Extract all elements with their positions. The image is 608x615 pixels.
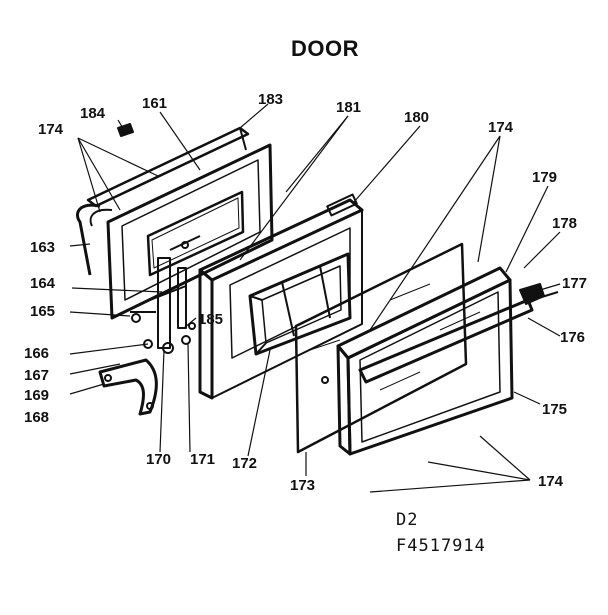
diagram-title: DOOR	[291, 36, 359, 61]
hinge-assembly	[98, 257, 196, 416]
outer-frame-175	[336, 266, 514, 456]
callout-177: 177	[562, 275, 588, 292]
callout-176: 176	[560, 329, 586, 346]
callout-178: 178	[552, 215, 578, 232]
callout-163: 163	[30, 239, 56, 256]
callout-169: 169	[24, 387, 50, 404]
callout-170: 170	[146, 451, 172, 468]
callout-175: 175	[542, 401, 568, 418]
callout-167: 167	[24, 367, 50, 384]
callout-184: 184	[80, 105, 106, 122]
callout-166: 166	[24, 345, 50, 362]
callout-185: 185	[198, 311, 224, 328]
callout-181: 181	[336, 99, 362, 116]
handle-bar-176	[358, 283, 559, 384]
callout-172: 172	[232, 455, 258, 472]
callout-174-upper-right: 174	[488, 119, 514, 136]
leader-lines	[69, 103, 561, 493]
callout-183: 183	[258, 91, 284, 108]
callout-173: 173	[290, 477, 316, 494]
callout-174-lower-right: 174	[538, 473, 564, 490]
callout-165: 165	[30, 303, 56, 320]
callout-180: 180	[404, 109, 430, 126]
diagram-code-line2: F4517914	[396, 536, 486, 556]
door-liner-180	[198, 193, 364, 400]
callout-164: 164	[30, 275, 56, 292]
callout-171: 171	[190, 451, 216, 468]
bracket-184	[117, 123, 134, 137]
callout-174-upper-left: 174	[38, 121, 64, 138]
side-clip-163	[76, 203, 113, 276]
diagram-code-line1: D2	[396, 510, 419, 530]
callout-168: 168	[24, 409, 50, 426]
callout-161: 161	[142, 95, 168, 112]
glass-panel-173	[294, 242, 468, 454]
inner-panel-161	[106, 143, 274, 320]
callout-179: 179	[532, 169, 558, 186]
